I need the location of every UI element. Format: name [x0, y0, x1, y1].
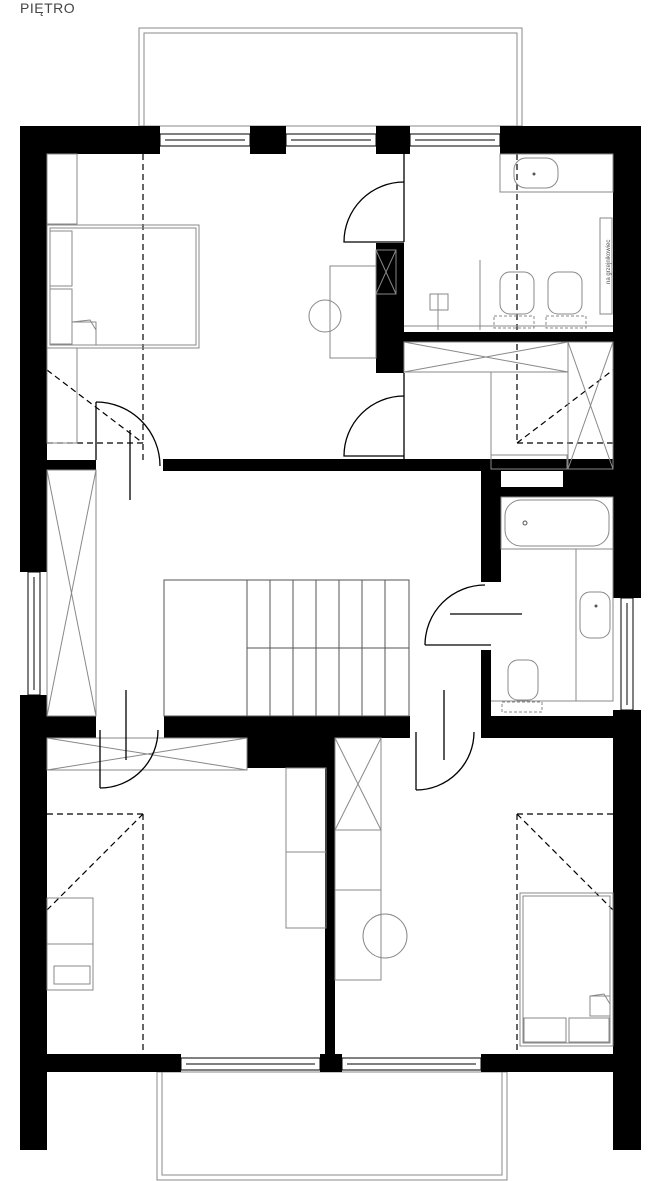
window-left — [27, 571, 41, 696]
door-bottom-right-bedroom — [415, 690, 475, 791]
balcony-bottom — [156, 1071, 508, 1181]
door-bottom-left-bedroom — [99, 690, 159, 789]
closet-middle — [403, 341, 614, 470]
bathroom-top — [404, 153, 614, 330]
door-bathroom-middle — [424, 584, 522, 646]
desk-top — [308, 265, 377, 359]
bed-bottom-right — [519, 892, 614, 1047]
door-closet-top — [343, 373, 405, 459]
interior-walls — [20, 243, 641, 1072]
balcony-top — [138, 27, 523, 127]
shaft-top — [375, 249, 397, 295]
closet-bottom-center — [334, 737, 408, 981]
bed-bottom-left — [46, 897, 94, 991]
window-top-2 — [285, 133, 377, 147]
window-right — [620, 597, 634, 711]
floor-plan-title: PIĘTRO — [20, 0, 76, 16]
cabinet-label: na grzejnikowiec — [606, 240, 612, 284]
bed-top-left — [46, 224, 200, 349]
corridor-closet-left — [46, 469, 97, 717]
window-bottom-2 — [341, 1057, 482, 1071]
corridor-closet-bottom — [46, 737, 248, 771]
door-top-left-bedroom — [95, 401, 161, 500]
window-top-3 — [409, 133, 501, 147]
window-top-1 — [159, 133, 251, 147]
window-bottom-1 — [180, 1057, 321, 1071]
exterior-walls — [20, 126, 641, 1150]
wardrobe-bottom — [285, 767, 327, 929]
bathroom-middle — [491, 496, 614, 713]
door-top-bedroom — [343, 154, 405, 243]
staircase — [163, 579, 410, 717]
